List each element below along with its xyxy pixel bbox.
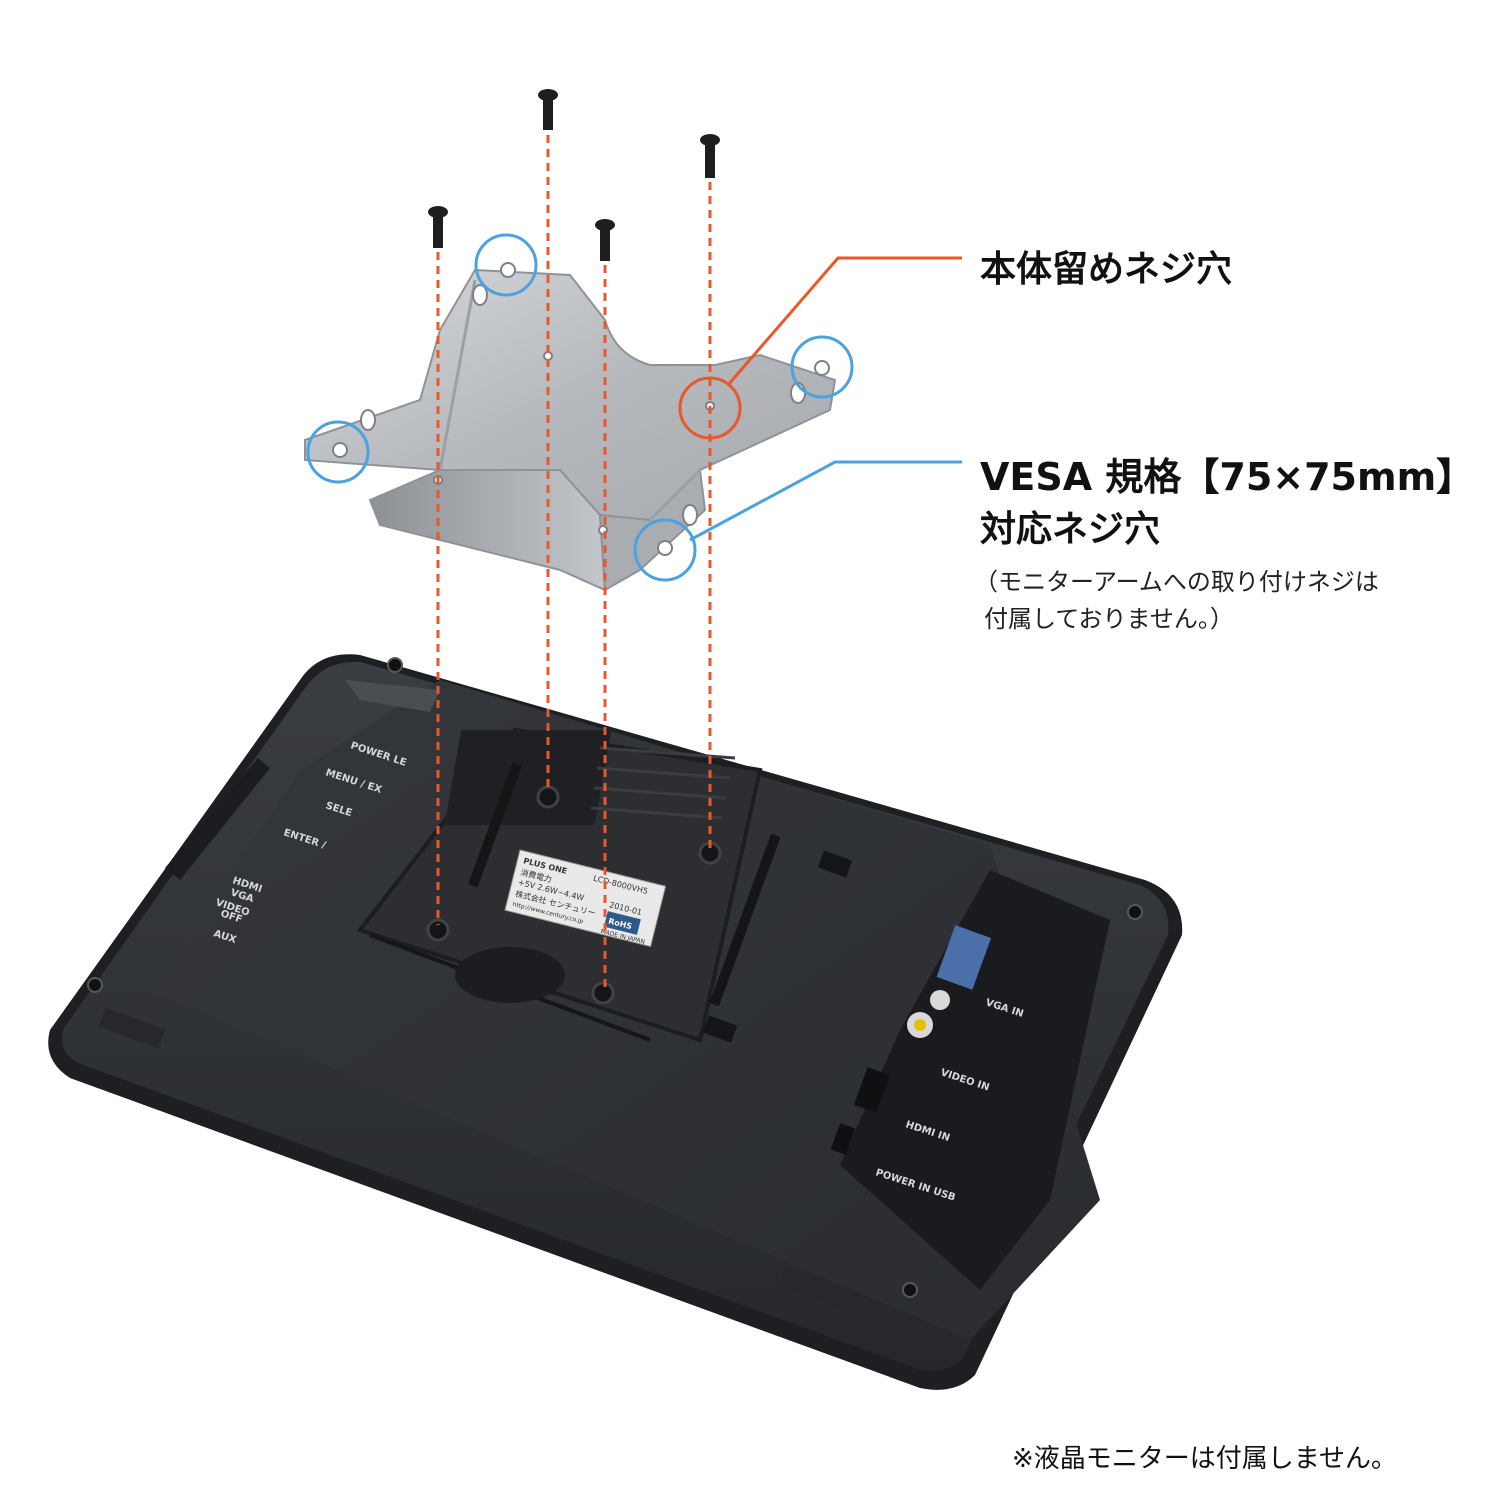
guide-lines (436, 135, 712, 988)
footer-disclaimer: ※液晶モニターは付属しません。 (1012, 1444, 1398, 1474)
screw-icon (428, 206, 448, 248)
vesa-bracket (304, 262, 837, 592)
vesa-standard-label: VESA 規格【75×75mm】 (980, 455, 1475, 499)
vesa-hole-label: 対応ネジ穴 (980, 509, 1161, 550)
screws (428, 89, 720, 261)
speaker-grille (444, 730, 736, 825)
screw-icon (700, 134, 720, 178)
screw-icon (538, 89, 558, 130)
vesa-note-line-2: 付属しておりません。） (984, 605, 1234, 633)
vesa-note-line-1: （モニターアームへの取り付けネジは (974, 568, 1379, 596)
screw-icon (595, 219, 615, 261)
port-connectors (830, 925, 992, 1155)
monitor-back (48, 654, 1183, 1390)
callout-vesa (306, 233, 962, 582)
rating-sticker (504, 849, 667, 948)
body-screw-hole-label: 本体留めネジ穴 (980, 249, 1233, 290)
callout-body-screw (678, 256, 962, 440)
